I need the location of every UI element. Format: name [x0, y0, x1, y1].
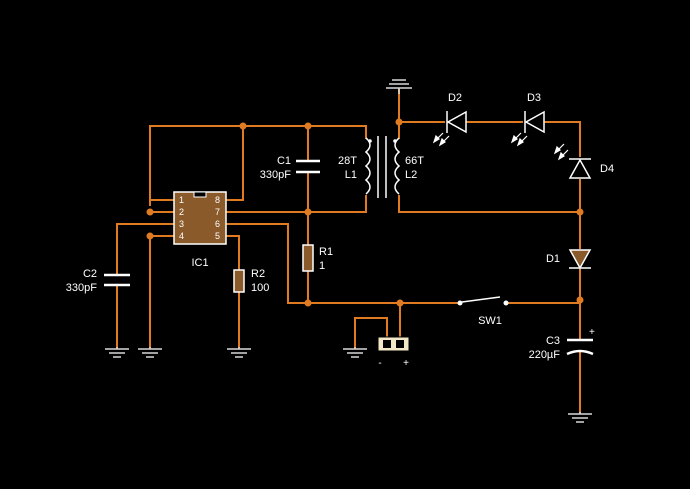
resistor-r2: R2 100 — [233, 268, 269, 294]
resistor-r1: R1 1 — [302, 244, 333, 272]
capacitor-c1: C1 330pF — [260, 155, 320, 181]
junction-dot — [304, 208, 312, 216]
c1-value: 330pF — [260, 169, 291, 181]
d2-ref: D2 — [448, 92, 462, 104]
led-d3: D3 — [510, 92, 545, 147]
ground-symbol — [568, 412, 592, 423]
ground-symbol — [227, 347, 251, 358]
ic1-pin-2: 2 — [179, 207, 184, 217]
c1-ref: C1 — [277, 155, 291, 167]
c2-ref: C2 — [83, 268, 97, 280]
junction-dot — [304, 122, 312, 130]
d1-ref: D1 — [546, 253, 560, 265]
ic1-pin-7: 7 — [215, 207, 220, 217]
battery-connector: - + — [377, 336, 410, 369]
junction-dot — [576, 208, 584, 216]
ground-symbols — [105, 347, 592, 423]
ic1-pin-4: 4 — [179, 231, 184, 241]
junction-dot — [146, 232, 154, 240]
ground-symbol — [138, 347, 162, 358]
r1-value: 1 — [319, 260, 325, 272]
ic1-pin-1: 1 — [179, 195, 184, 205]
r1-ref: R1 — [319, 246, 333, 258]
junction-dots — [146, 118, 584, 307]
l1-turns: 28T — [338, 155, 357, 167]
polarity-dot — [393, 139, 397, 143]
transformer-l1-l2: 28T L1 66T L2 — [338, 136, 424, 198]
c2-value: 330pF — [66, 282, 97, 294]
d4-ref: D4 — [600, 163, 614, 175]
d3-ref: D3 — [527, 92, 541, 104]
led-d4: D4 — [553, 143, 614, 179]
capacitor-c3: + C3 220µF — [529, 327, 595, 361]
switch-sw1: SW1 — [457, 296, 509, 327]
l2-ref: L2 — [405, 169, 417, 181]
light-emission-arrows-icon — [510, 132, 528, 147]
junction-dot — [396, 299, 404, 307]
ground-symbol — [386, 79, 412, 94]
polarity-dot — [368, 139, 372, 143]
ground-symbol — [343, 347, 367, 358]
ground-symbol — [105, 347, 129, 358]
diode-d1: D1 — [546, 249, 592, 270]
l2-turns: 66T — [405, 155, 424, 167]
wires — [116, 89, 581, 413]
l1-ref: L1 — [345, 169, 357, 181]
ic1-pin-3: 3 — [179, 219, 184, 229]
ic1-ref: IC1 — [191, 257, 208, 269]
c3-ref: C3 — [546, 335, 560, 347]
ic-ic1: 1 2 3 4 8 7 6 5 IC1 — [173, 191, 227, 269]
r2-ref: R2 — [251, 268, 265, 280]
light-emission-arrows-icon — [432, 132, 450, 147]
c3-value: 220µF — [529, 349, 561, 361]
sw1-ref: SW1 — [478, 315, 502, 327]
junction-dot — [576, 296, 584, 304]
r2-value: 100 — [251, 282, 269, 294]
junction-dot — [239, 122, 247, 130]
ic1-pin-6: 6 — [215, 219, 220, 229]
light-emission-arrows-icon — [553, 143, 569, 161]
junction-dot — [146, 208, 154, 216]
junction-dot — [395, 118, 403, 126]
ic1-pin-8: 8 — [215, 195, 220, 205]
junction-dot — [304, 299, 312, 307]
c3-polarity: + — [589, 327, 595, 338]
ic1-pin-5: 5 — [215, 231, 220, 241]
capacitor-c2: C2 330pF — [66, 268, 130, 294]
connector-minus: - — [378, 358, 381, 369]
connector-plus: + — [403, 358, 409, 369]
led-d2: D2 — [432, 92, 467, 147]
